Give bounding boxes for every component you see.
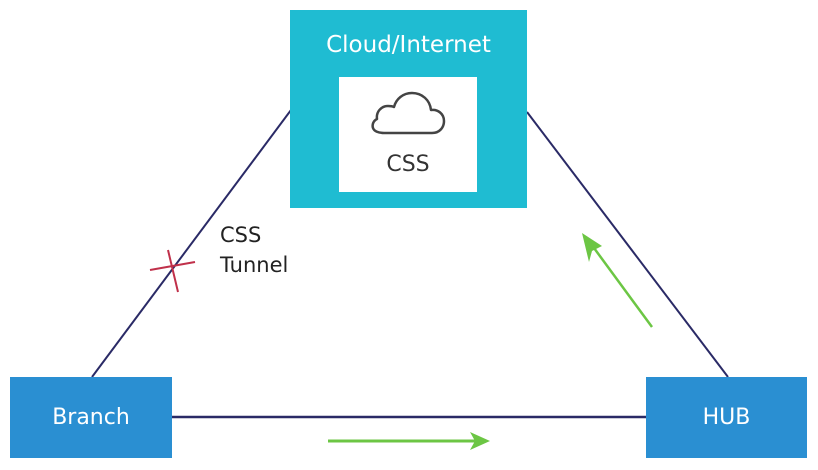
- cloud-title: Cloud/Internet: [326, 32, 491, 58]
- tunnel-label-line2: Tunnel: [220, 253, 289, 277]
- hub-node: HUB: [646, 377, 807, 458]
- link-cloud-hub: [526, 111, 729, 378]
- css-service-label: CSS: [386, 152, 430, 177]
- cloud-internet-box: Cloud/Internet CSS: [290, 10, 527, 208]
- tunnel-label-line1: CSS: [220, 223, 262, 247]
- hub-label: HUB: [702, 405, 751, 430]
- arrow-up-left-icon: [582, 233, 654, 328]
- arrow-right-icon: [328, 432, 490, 450]
- css-tunnel-label: CSS Tunnel: [220, 220, 288, 280]
- x-mark-icon: [149, 249, 196, 293]
- cloud-icon: [371, 91, 446, 135]
- branch-node: Branch: [10, 377, 172, 458]
- css-service-box: CSS: [339, 77, 477, 192]
- link-branch-cloud: [91, 109, 292, 378]
- branch-label: Branch: [52, 405, 130, 430]
